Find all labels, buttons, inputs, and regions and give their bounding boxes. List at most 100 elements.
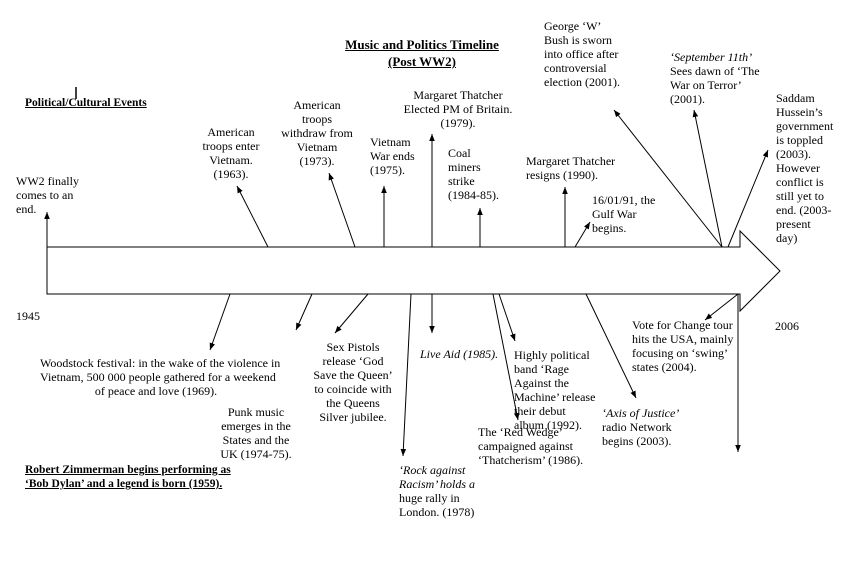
event-line: (1975). [370, 163, 405, 177]
event-line: Bush is sworn [544, 33, 613, 47]
event-line: Woodstock festival: in the wake of the v… [40, 356, 281, 370]
event-line: Margaret Thatcher [413, 88, 503, 102]
connector-saddam [727, 149, 769, 248]
event-line: London. (1978) [399, 505, 475, 519]
event-line: UK (1974-75). [220, 447, 292, 461]
connector-rage [585, 293, 637, 399]
event-line: Margaret Thatcher [526, 154, 616, 168]
event-line: ‘Bob Dylan’ and a legend is born (1959). [25, 478, 223, 490]
connector-sex-pistols [400, 293, 412, 457]
event-line: day) [776, 231, 798, 245]
connector-bush [613, 109, 723, 248]
connector-gulf-war [574, 221, 591, 248]
connector-sept-11 [692, 109, 723, 248]
event-line: strike [448, 174, 475, 188]
music-rock-against-racism: Live Aid (1985). [420, 347, 498, 361]
event-line: (1979). [440, 116, 476, 130]
event-line: controversial [544, 61, 607, 75]
event-line: Highly political [514, 348, 590, 362]
event-line: 16/01/91, the [592, 193, 656, 207]
event-line: ‘September 11th’ [670, 50, 753, 64]
connector-dylan [209, 293, 231, 351]
event-line: George ‘W’ [544, 19, 602, 33]
event-line: to coincide with [314, 382, 392, 396]
connector-punk [334, 293, 369, 334]
event-line: American [293, 98, 341, 112]
event-line: Coal [448, 146, 471, 160]
event-line: election (2001). [544, 75, 620, 89]
connector-woodstock [295, 293, 313, 331]
event-line: Save the Queen’ [313, 368, 393, 382]
event-line: radio Network [602, 420, 672, 434]
event-line: band ‘Rage [514, 362, 569, 376]
event-line: end. (2003- [776, 203, 832, 217]
event-line: is toppled [776, 133, 823, 147]
event-line: miners [448, 160, 481, 174]
event-line: comes to an [16, 188, 74, 202]
event-line: Gulf War [592, 207, 637, 221]
event-line: troops enter [202, 139, 260, 153]
music-live-aid: The ‘Red Wedge’campaigned against‘Thatch… [478, 425, 583, 467]
event-line: Live Aid (1985). [420, 347, 499, 361]
start-year-label: 1945 [16, 309, 40, 323]
end-year-label: 2006 [775, 319, 799, 333]
event-line: Vietnam, 500 000 people gathered for a w… [40, 370, 276, 384]
event-line: emerges in the [221, 419, 291, 433]
event-line: States and the [222, 433, 290, 447]
connector-axis-of-justice [704, 293, 739, 321]
event-line: However [776, 161, 820, 175]
event-line: Elected PM of Britain. [403, 102, 513, 116]
event-line: (1963). [213, 167, 249, 181]
event-line: resigns (1990). [526, 168, 598, 182]
event-line: still yet to [776, 189, 824, 203]
event-line: conflict is [776, 175, 824, 189]
event-line: Vote for Change tour [632, 318, 733, 332]
event-line: War ends [370, 149, 415, 163]
music-bob-dylan: Woodstock festival: in the wake of the v… [40, 356, 281, 398]
event-line: present [776, 217, 811, 231]
event-line: ‘Rock against [399, 463, 466, 477]
timeline-arrow [46, 229, 781, 313]
event-line: Punk music [227, 405, 285, 419]
event-line: Racism’ holds a [399, 477, 475, 491]
event-line: Silver jubilee. [319, 410, 387, 424]
connector-troops-enter [236, 185, 269, 248]
event-line: Against the [514, 376, 569, 390]
event-line: the Queens [326, 396, 380, 410]
event-line: (2003). [776, 147, 811, 161]
event-line: ‘Thatcherism’ (1986). [478, 453, 584, 467]
event-line: release ‘God [322, 354, 384, 368]
connector-red-wedge [498, 293, 516, 342]
political-section-heading: Political/Cultural Events [25, 97, 147, 109]
music-section-heading: Robert Zimmerman begins performing as‘Bo… [25, 463, 231, 491]
connector-live-aid [492, 293, 520, 421]
event-line: Vietnam [370, 135, 411, 149]
event-line: ‘Axis of Justice’ [602, 406, 680, 420]
event-line: their debut [514, 404, 566, 418]
event-line: campaigned against [478, 439, 573, 453]
event-line: of peace and love (1969). [94, 384, 218, 398]
event-line: focusing on ‘swing’ [632, 346, 728, 360]
event-line: states (2004). [632, 360, 697, 374]
event-line: begins (2003). [602, 434, 672, 448]
event-line: Saddam [776, 91, 815, 105]
event-line: end. [16, 202, 37, 216]
event-line: withdraw from [281, 126, 353, 140]
event-line: American [207, 125, 255, 139]
event-line: into office after [544, 47, 619, 61]
event-line: (1973). [299, 154, 335, 168]
event-line: Hussein’s [776, 105, 823, 119]
